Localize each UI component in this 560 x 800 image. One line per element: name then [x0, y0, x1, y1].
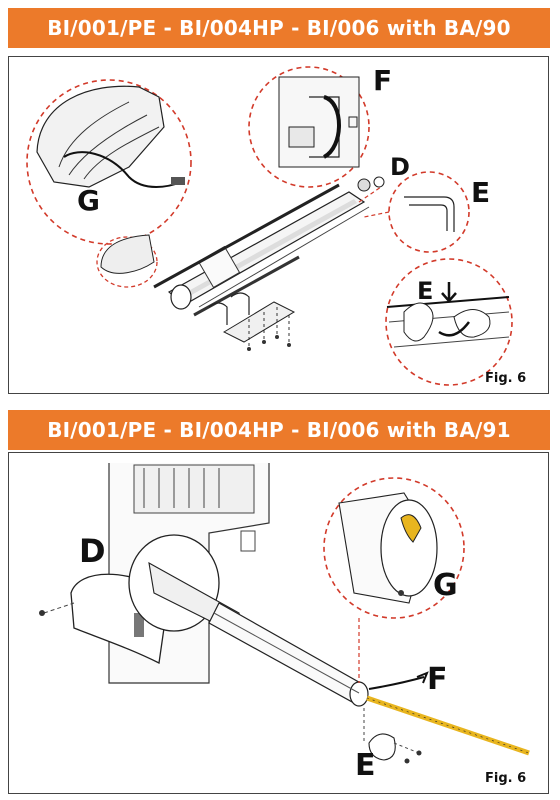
endcap-e — [363, 708, 422, 764]
section1-figure-label: Fig. 6 — [485, 371, 527, 386]
callout-e: E — [355, 748, 376, 783]
section2-drawing — [39, 463, 530, 764]
led-strip — [366, 671, 530, 756]
detail-circle-e-lower — [385, 258, 513, 386]
endcap-circle — [96, 236, 158, 288]
callout-g: G — [77, 184, 100, 217]
detail-circle-f — [248, 66, 370, 188]
callout-e-upper: E — [471, 176, 491, 209]
detail-circle-e-upper — [363, 171, 470, 253]
callout-d: D — [390, 153, 410, 181]
section2-diagram-panel: D G F E Fig. 6 — [8, 452, 549, 794]
main-tube — [153, 183, 370, 317]
operator-tube — [128, 534, 369, 707]
component-d — [357, 176, 385, 203]
section1-title-banner: BI/001/PE - BI/004HP - BI/006 with BA/90 — [8, 8, 550, 48]
callout-f: F — [373, 64, 393, 97]
section2-figure-label: Fig. 6 — [485, 771, 527, 786]
detail-circle-g — [323, 477, 465, 683]
section1-diagram-panel: G F D E E Fig. 6 — [8, 56, 549, 394]
callout-d: D — [79, 532, 106, 570]
callout-f: F — [427, 662, 448, 697]
section1-drawing — [26, 66, 513, 386]
section1-title: BI/001/PE - BI/004HP - BI/006 with BA/90 — [47, 16, 511, 40]
callout-g: G — [433, 568, 458, 603]
section2-title: BI/001/PE - BI/004HP - BI/006 with BA/91 — [47, 418, 511, 442]
detail-circle-g — [26, 79, 192, 245]
section2-title-banner: BI/001/PE - BI/004HP - BI/006 with BA/91 — [8, 410, 550, 450]
callout-e-lower: E — [417, 277, 434, 305]
mounting-brackets — [208, 292, 296, 351]
